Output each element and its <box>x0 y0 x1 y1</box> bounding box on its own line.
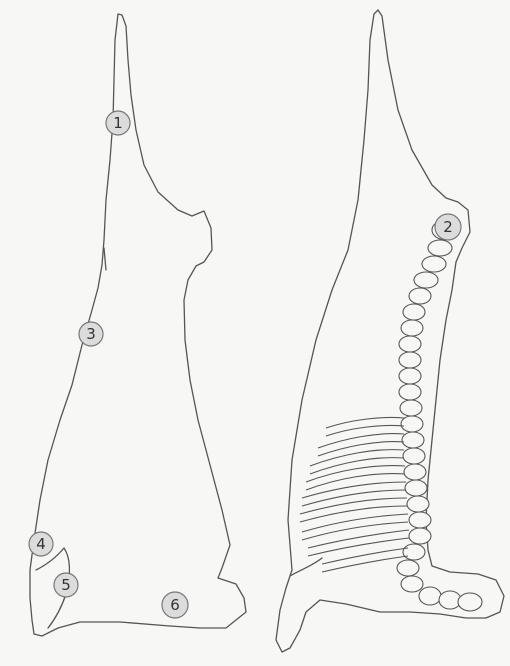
marker-4: 4 <box>29 532 53 556</box>
vertebra <box>399 352 421 368</box>
vertebra <box>403 448 425 464</box>
rib <box>308 538 409 556</box>
vertebra <box>401 320 423 336</box>
marker-label: 1 <box>113 114 123 132</box>
vertebra <box>439 591 461 609</box>
vertebra <box>458 593 482 611</box>
vertebra <box>400 400 422 416</box>
vertebra <box>404 464 426 480</box>
vertebra <box>428 240 452 256</box>
marker-label: 5 <box>61 576 71 594</box>
rib <box>302 522 408 540</box>
vertebra <box>399 336 421 352</box>
vertebra <box>402 432 424 448</box>
rib <box>322 556 408 572</box>
exterior-carcass-view <box>30 14 246 636</box>
marker-3: 3 <box>79 322 103 346</box>
interior-carcass-view <box>276 10 504 652</box>
vertebra <box>397 560 419 576</box>
rib <box>326 417 404 428</box>
vertebra <box>419 587 441 605</box>
rib <box>322 548 408 564</box>
rib <box>326 425 404 436</box>
marker-label: 6 <box>170 596 180 614</box>
vertebra <box>401 416 423 432</box>
marker-2: 2 <box>435 214 461 240</box>
vertebra <box>409 528 431 544</box>
marker-label: 4 <box>36 535 46 553</box>
rib <box>306 474 405 490</box>
rib <box>318 434 404 448</box>
vertebra <box>414 272 438 288</box>
exterior-crease-line <box>104 248 106 270</box>
vertebral-column <box>397 220 482 611</box>
vertebra <box>409 288 431 304</box>
exterior-carcass-outline <box>30 14 246 636</box>
marker-label: 2 <box>443 218 453 236</box>
interior-shank-line <box>290 558 322 576</box>
vertebra <box>399 384 421 400</box>
vertebra <box>409 512 431 528</box>
marker-label: 3 <box>86 325 96 343</box>
vertebra <box>403 544 425 560</box>
marker-1: 1 <box>106 111 130 135</box>
vertebra <box>405 480 427 496</box>
vertebra <box>422 256 446 272</box>
vertebra <box>399 368 421 384</box>
rib-cage <box>300 417 409 572</box>
marker-5: 5 <box>54 573 78 597</box>
marker-6: 6 <box>162 592 188 618</box>
vertebra <box>403 304 425 320</box>
vertebra <box>401 576 423 592</box>
vertebra <box>407 496 429 512</box>
